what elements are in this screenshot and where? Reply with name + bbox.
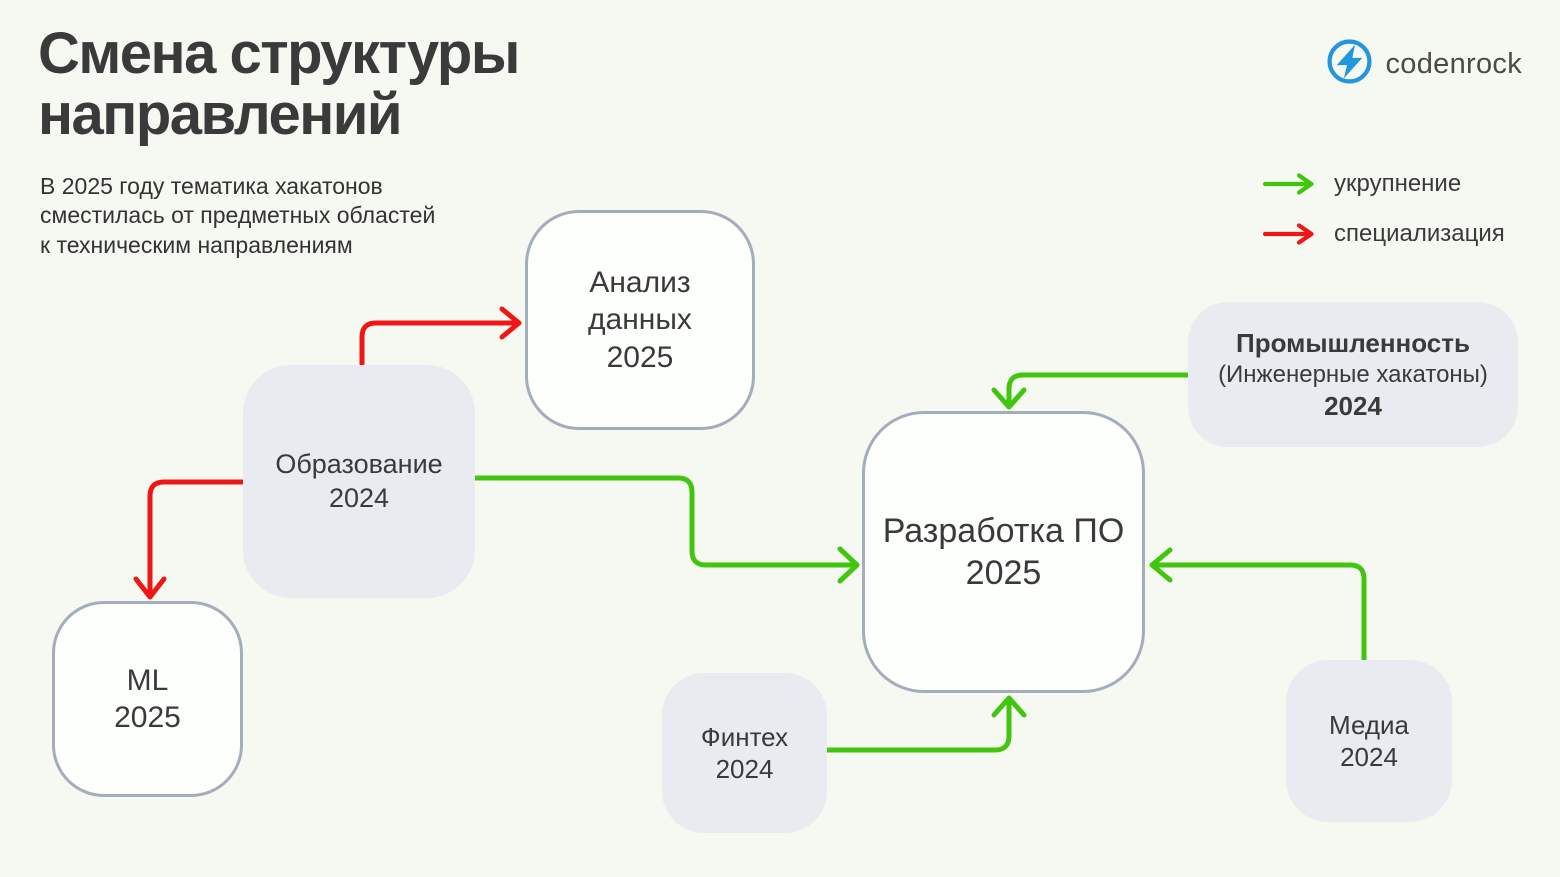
edge-obrazovanie-to-ml (133, 479, 246, 600)
edge-obrazovanie-to-razrabotka (472, 475, 860, 584)
codenrock-logo-icon (1326, 38, 1373, 90)
codenrock-logo: codenrock (1326, 38, 1523, 90)
node-year: 2024 (1324, 390, 1382, 421)
edge-obrazovanie-to-analiz (359, 306, 522, 367)
node-year: 2025 (606, 340, 674, 374)
edge-media-to-razrabotka (1149, 547, 1367, 663)
node-year: 2024 (715, 754, 774, 784)
node-obrazovanie-2024: Образование 2024 (243, 365, 475, 598)
node-label: Финтех (700, 721, 789, 752)
node-media-2024: Медиа 2024 (1286, 660, 1452, 822)
page-title: Смена структуры направлений (38, 21, 520, 147)
page-subtitle: В 2025 году тематика хакатонов сместилас… (40, 173, 436, 258)
node-ml-2025: ML 2025 (52, 601, 243, 797)
node-analiz-dannyh-2025: Анализ данных 2025 (525, 210, 755, 430)
codenrock-wordmark: codenrock (1385, 47, 1522, 80)
node-year: 2025 (965, 554, 1042, 592)
node-year: 2024 (328, 482, 390, 513)
node-razrabotka-po-2025: Разработка ПО 2025 (862, 411, 1145, 693)
edge-fintech-to-razrabotka (824, 695, 1027, 753)
legend-label: специализация (1334, 220, 1505, 247)
node-fintech-2024: Финтех 2024 (662, 673, 827, 833)
node-year: 2024 (1340, 742, 1398, 772)
legend-item-specialization: специализация (1262, 220, 1505, 248)
node-year: 2025 (114, 701, 181, 734)
green-arrow-icon (1262, 172, 1318, 196)
node-label: Медиа (1329, 709, 1409, 740)
node-label: Разработка ПО (882, 511, 1125, 550)
node-label: Образование (275, 448, 443, 479)
node-label: Анализ данных (588, 265, 692, 337)
node-sublabel: (Инженерные хакатоны) (1218, 360, 1488, 388)
legend: укрупнение специализация (1262, 170, 1505, 248)
edge-prom-to-razrabotka (991, 372, 1191, 410)
legend-label: укрупнение (1334, 170, 1462, 197)
legend-item-consolidation: укрупнение (1262, 170, 1505, 198)
node-label: ML (126, 663, 169, 697)
red-arrow-icon (1262, 222, 1318, 246)
node-promyshlennost-2024: Промышленность (Инженерные хакатоны) 202… (1188, 302, 1518, 447)
node-label: Промышленность (1236, 328, 1470, 358)
